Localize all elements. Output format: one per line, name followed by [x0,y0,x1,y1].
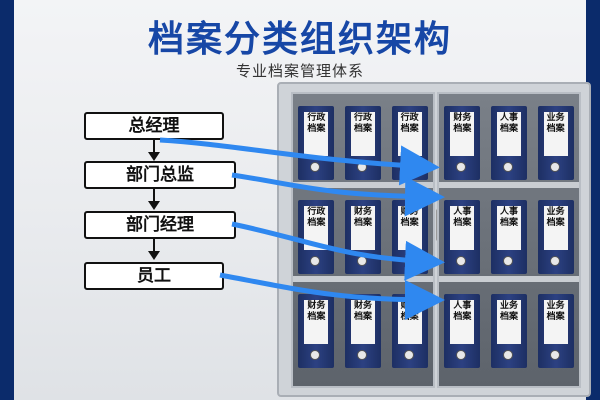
left-side-bar [0,0,14,400]
binder-label: 行政档案 [350,112,375,156]
left-shelf-3: 财务档案 财务档案 财务档案 [293,286,433,368]
binder-ring-icon [310,256,321,266]
shelf-divider [439,276,579,282]
cabinet-left-door: 行政档案 行政档案 行政档案 行政档案 财务档案 财务档案 财务档案 财务档案 … [291,92,435,388]
binder: 业务档案 [537,200,574,274]
org-node-general-manager: 总经理 [84,112,224,140]
org-arrow-down-icon [148,251,160,260]
org-node-department-manager: 部门经理 [84,211,236,239]
file-cabinet: 行政档案 行政档案 行政档案 行政档案 财务档案 财务档案 财务档案 财务档案 … [277,82,591,397]
binder-ring-icon [502,256,513,266]
arrow-gm-to-cabinet [159,137,440,186]
right-shelf-3: 人事档案 业务档案 业务档案 [439,286,579,368]
binder-ring-icon [549,350,560,360]
shelf-divider [439,182,579,188]
binder: 行政档案 [344,106,381,180]
page-subtitle: 专业档案管理体系 [235,62,364,80]
binder-label: 财务档案 [450,112,475,156]
binder: 人事档案 [490,200,527,274]
binder: 财务档案 [298,294,335,368]
binder-ring-icon [502,350,513,360]
shelf-divider [293,182,433,188]
org-arrow-down-icon [148,152,160,161]
binder-ring-icon [456,350,467,360]
binder-ring-icon [549,256,560,266]
arrow-manager-to-cabinet [231,221,445,281]
binder-label: 业务档案 [543,300,568,344]
shelf-divider [293,276,433,282]
binder-label: 财务档案 [350,300,375,344]
binder-ring-icon [502,162,513,172]
binder-ring-icon [356,350,367,360]
org-connector-3 [153,239,155,252]
page-title: 档案分类组织架构 [147,19,452,60]
binder-ring-icon [549,162,560,172]
arrow-employee-to-cabinet [219,272,445,320]
org-node-employee: 员工 [84,262,224,290]
binder: 财务档案 [344,294,381,368]
binder-label: 财务档案 [304,300,329,344]
binder: 行政档案 [298,106,335,180]
binder: 人事档案 [444,200,481,274]
binder-label: 财务档案 [350,206,375,250]
binder: 人事档案 [490,106,527,180]
binder-ring-icon [310,350,321,360]
org-connector-2 [153,189,155,202]
binder-label: 人事档案 [450,300,475,344]
binder: 业务档案 [537,294,574,368]
binder-label: 行政档案 [304,112,329,156]
cabinet-right-door: 财务档案 人事档案 业务档案 人事档案 人事档案 业务档案 人事档案 业务档案 … [437,92,581,388]
arrow-director-to-cabinet [231,172,445,217]
binder-label: 人事档案 [496,112,521,156]
binder: 业务档案 [537,106,574,180]
binder-label: 人事档案 [496,206,521,250]
binder-ring-icon [403,350,414,360]
binder-ring-icon [456,256,467,266]
binder: 业务档案 [490,294,527,368]
org-arrow-down-icon [148,201,160,210]
binder-label: 人事档案 [450,206,475,250]
binder-label: 业务档案 [496,300,521,344]
binder: 人事档案 [444,294,481,368]
binder: 行政档案 [298,200,335,274]
right-shelf-2: 人事档案 人事档案 业务档案 [439,192,579,274]
binder-ring-icon [456,162,467,172]
org-connector-1 [153,140,155,153]
binder-label: 业务档案 [543,206,568,250]
right-shelf-1: 财务档案 人事档案 业务档案 [439,98,579,180]
binder-ring-icon [310,162,321,172]
binder-label: 业务档案 [543,112,568,156]
binder: 财务档案 [444,106,481,180]
